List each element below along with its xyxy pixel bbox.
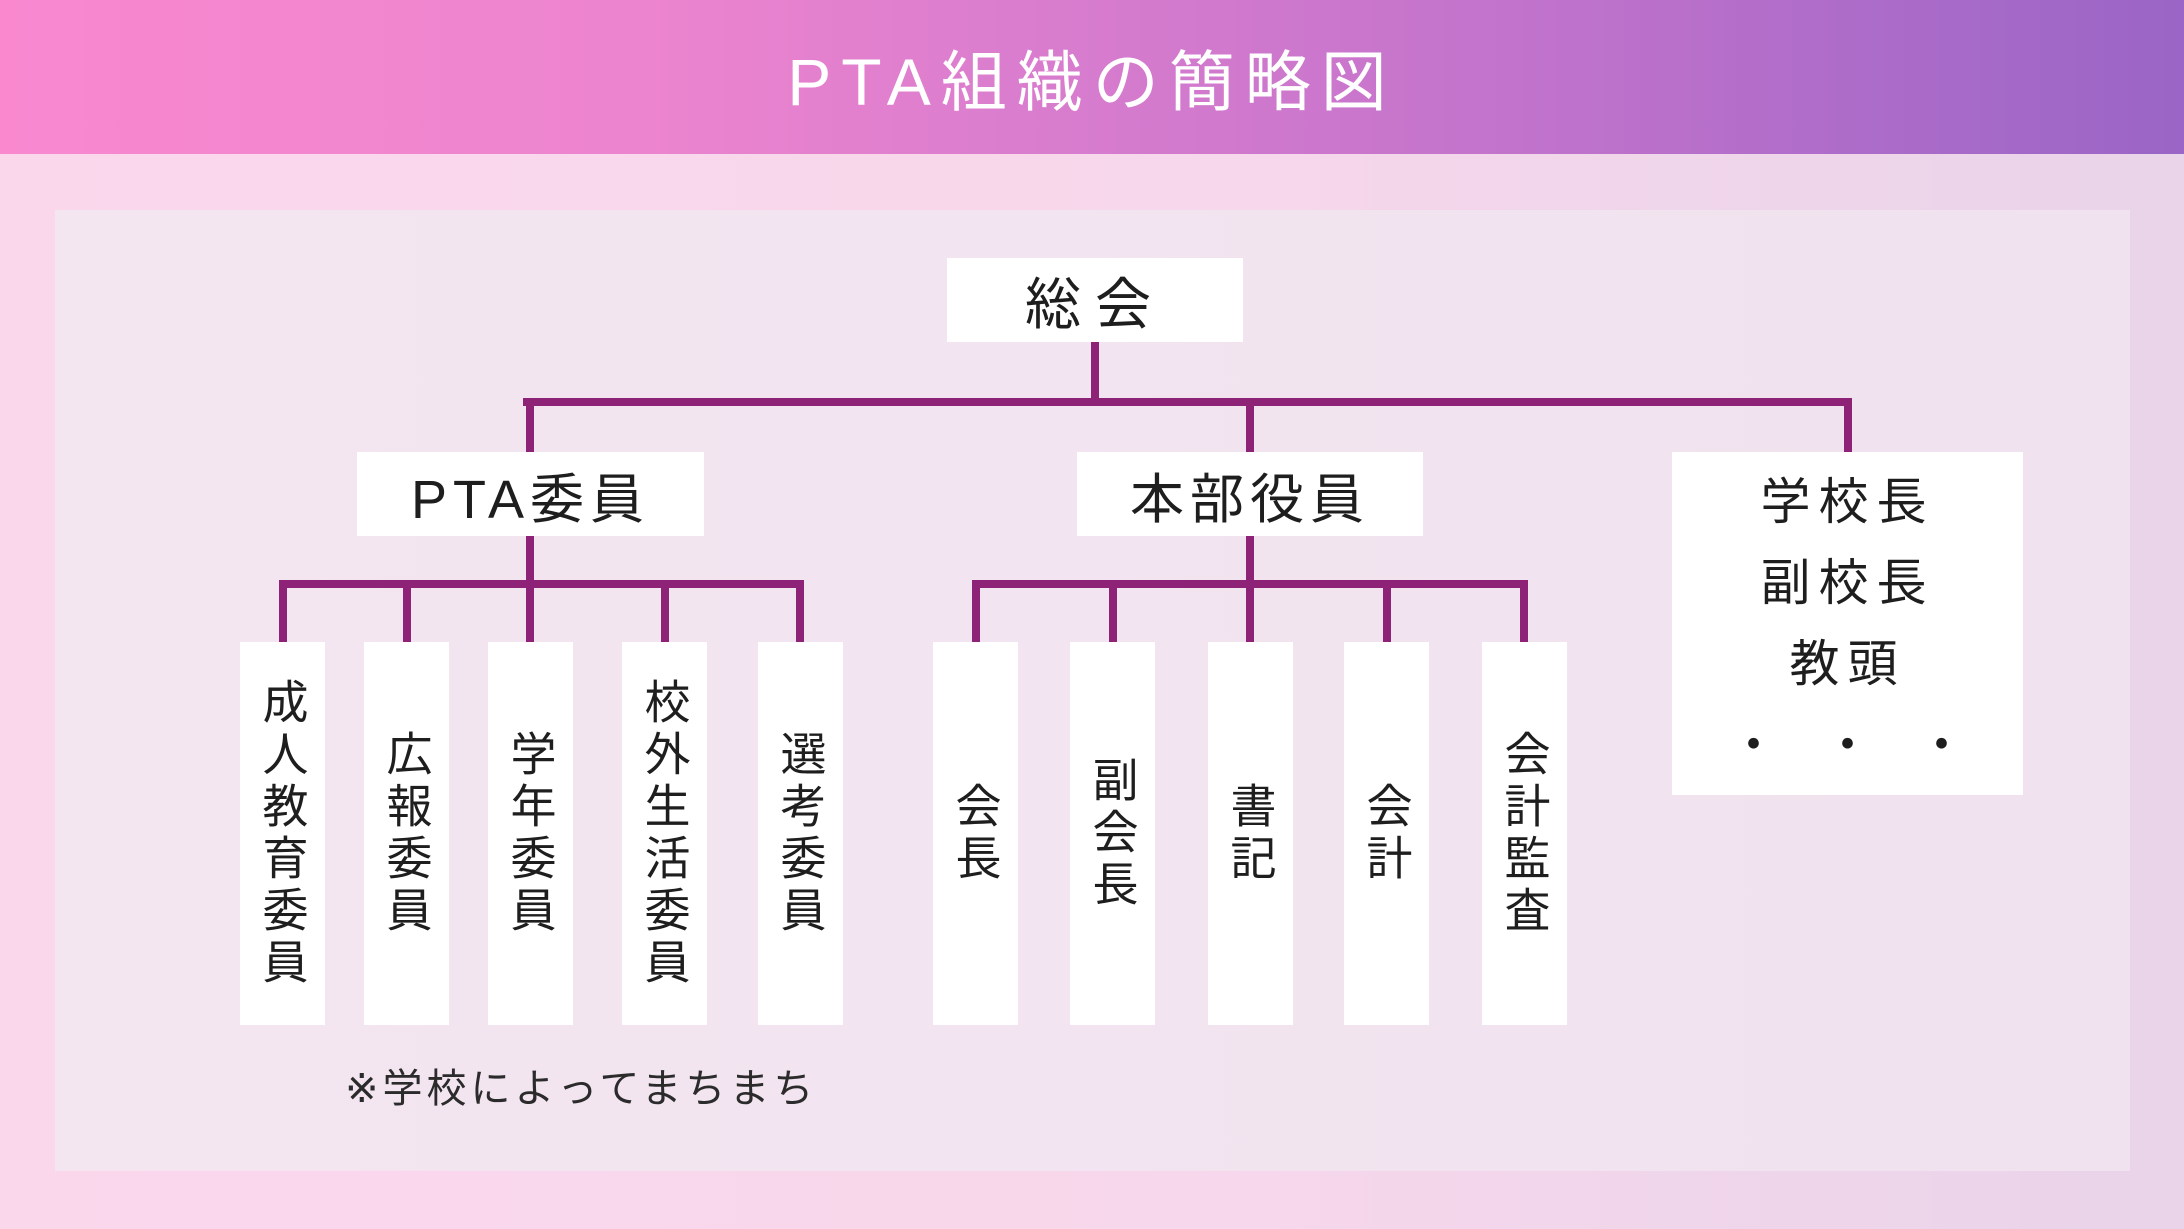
- school-heads-line-ellipsis: ・・・: [1728, 716, 2011, 773]
- connector-pta-committee-stem: [526, 536, 534, 650]
- title-banner: PTA組織の簡略図: [0, 0, 2184, 154]
- connector-drop-hq-child-5: [1520, 580, 1528, 645]
- connector-hq-children-horizontal: [972, 580, 1528, 588]
- node-secretary: 書記: [1208, 642, 1293, 1025]
- footnote: ※学校によってまちまち: [345, 1067, 818, 1111]
- node-school-heads: 学校長 副校長 教頭 ・・・: [1672, 452, 2023, 795]
- school-heads-line-head-teacher: 教頭: [1789, 635, 1906, 692]
- connector-pta-children-horizontal: [279, 580, 804, 588]
- node-treasurer: 会計: [1344, 642, 1429, 1025]
- connector-hq-officers-stem: [1246, 536, 1254, 650]
- connector-drop-pta-child-2: [403, 580, 411, 645]
- node-pr-committee: 広報委員: [364, 642, 449, 1025]
- connector-drop-pta-child-4: [661, 580, 669, 645]
- connector-drop-pta-child-1: [279, 580, 287, 645]
- school-heads-line-principal: 学校長: [1760, 473, 1935, 530]
- node-chairperson: 会長: [933, 642, 1018, 1025]
- connector-drop-hq-child-1: [972, 580, 980, 645]
- node-adult-education-committee: 成人教育委員: [240, 642, 325, 1025]
- node-audit: 会計監査: [1482, 642, 1567, 1025]
- node-off-campus-life-committee: 校外生活委員: [622, 642, 707, 1025]
- connector-drop-hq-child-4: [1383, 580, 1391, 645]
- connector-drop-pta-committee: [526, 398, 534, 456]
- node-selection-committee: 選考委員: [758, 642, 843, 1025]
- node-hq-officers: 本部役員: [1077, 452, 1423, 536]
- node-general-assembly: 総会: [947, 258, 1243, 342]
- connector-drop-school-heads: [1844, 398, 1852, 456]
- connector-drop-pta-child-5: [796, 580, 804, 645]
- node-grade-committee: 学年委員: [488, 642, 573, 1025]
- node-pta-committee: PTA委員: [357, 452, 704, 536]
- connector-drop-hq-officers: [1246, 398, 1254, 456]
- page-title: PTA組織の簡略図: [787, 45, 1397, 119]
- connector-root-stem: [1091, 342, 1099, 406]
- school-heads-line-vice-principal: 副校長: [1760, 554, 1935, 611]
- connector-level1-horizontal: [523, 398, 1852, 406]
- node-vice-chairperson: 副会長: [1070, 642, 1155, 1025]
- connector-drop-hq-child-2: [1109, 580, 1117, 645]
